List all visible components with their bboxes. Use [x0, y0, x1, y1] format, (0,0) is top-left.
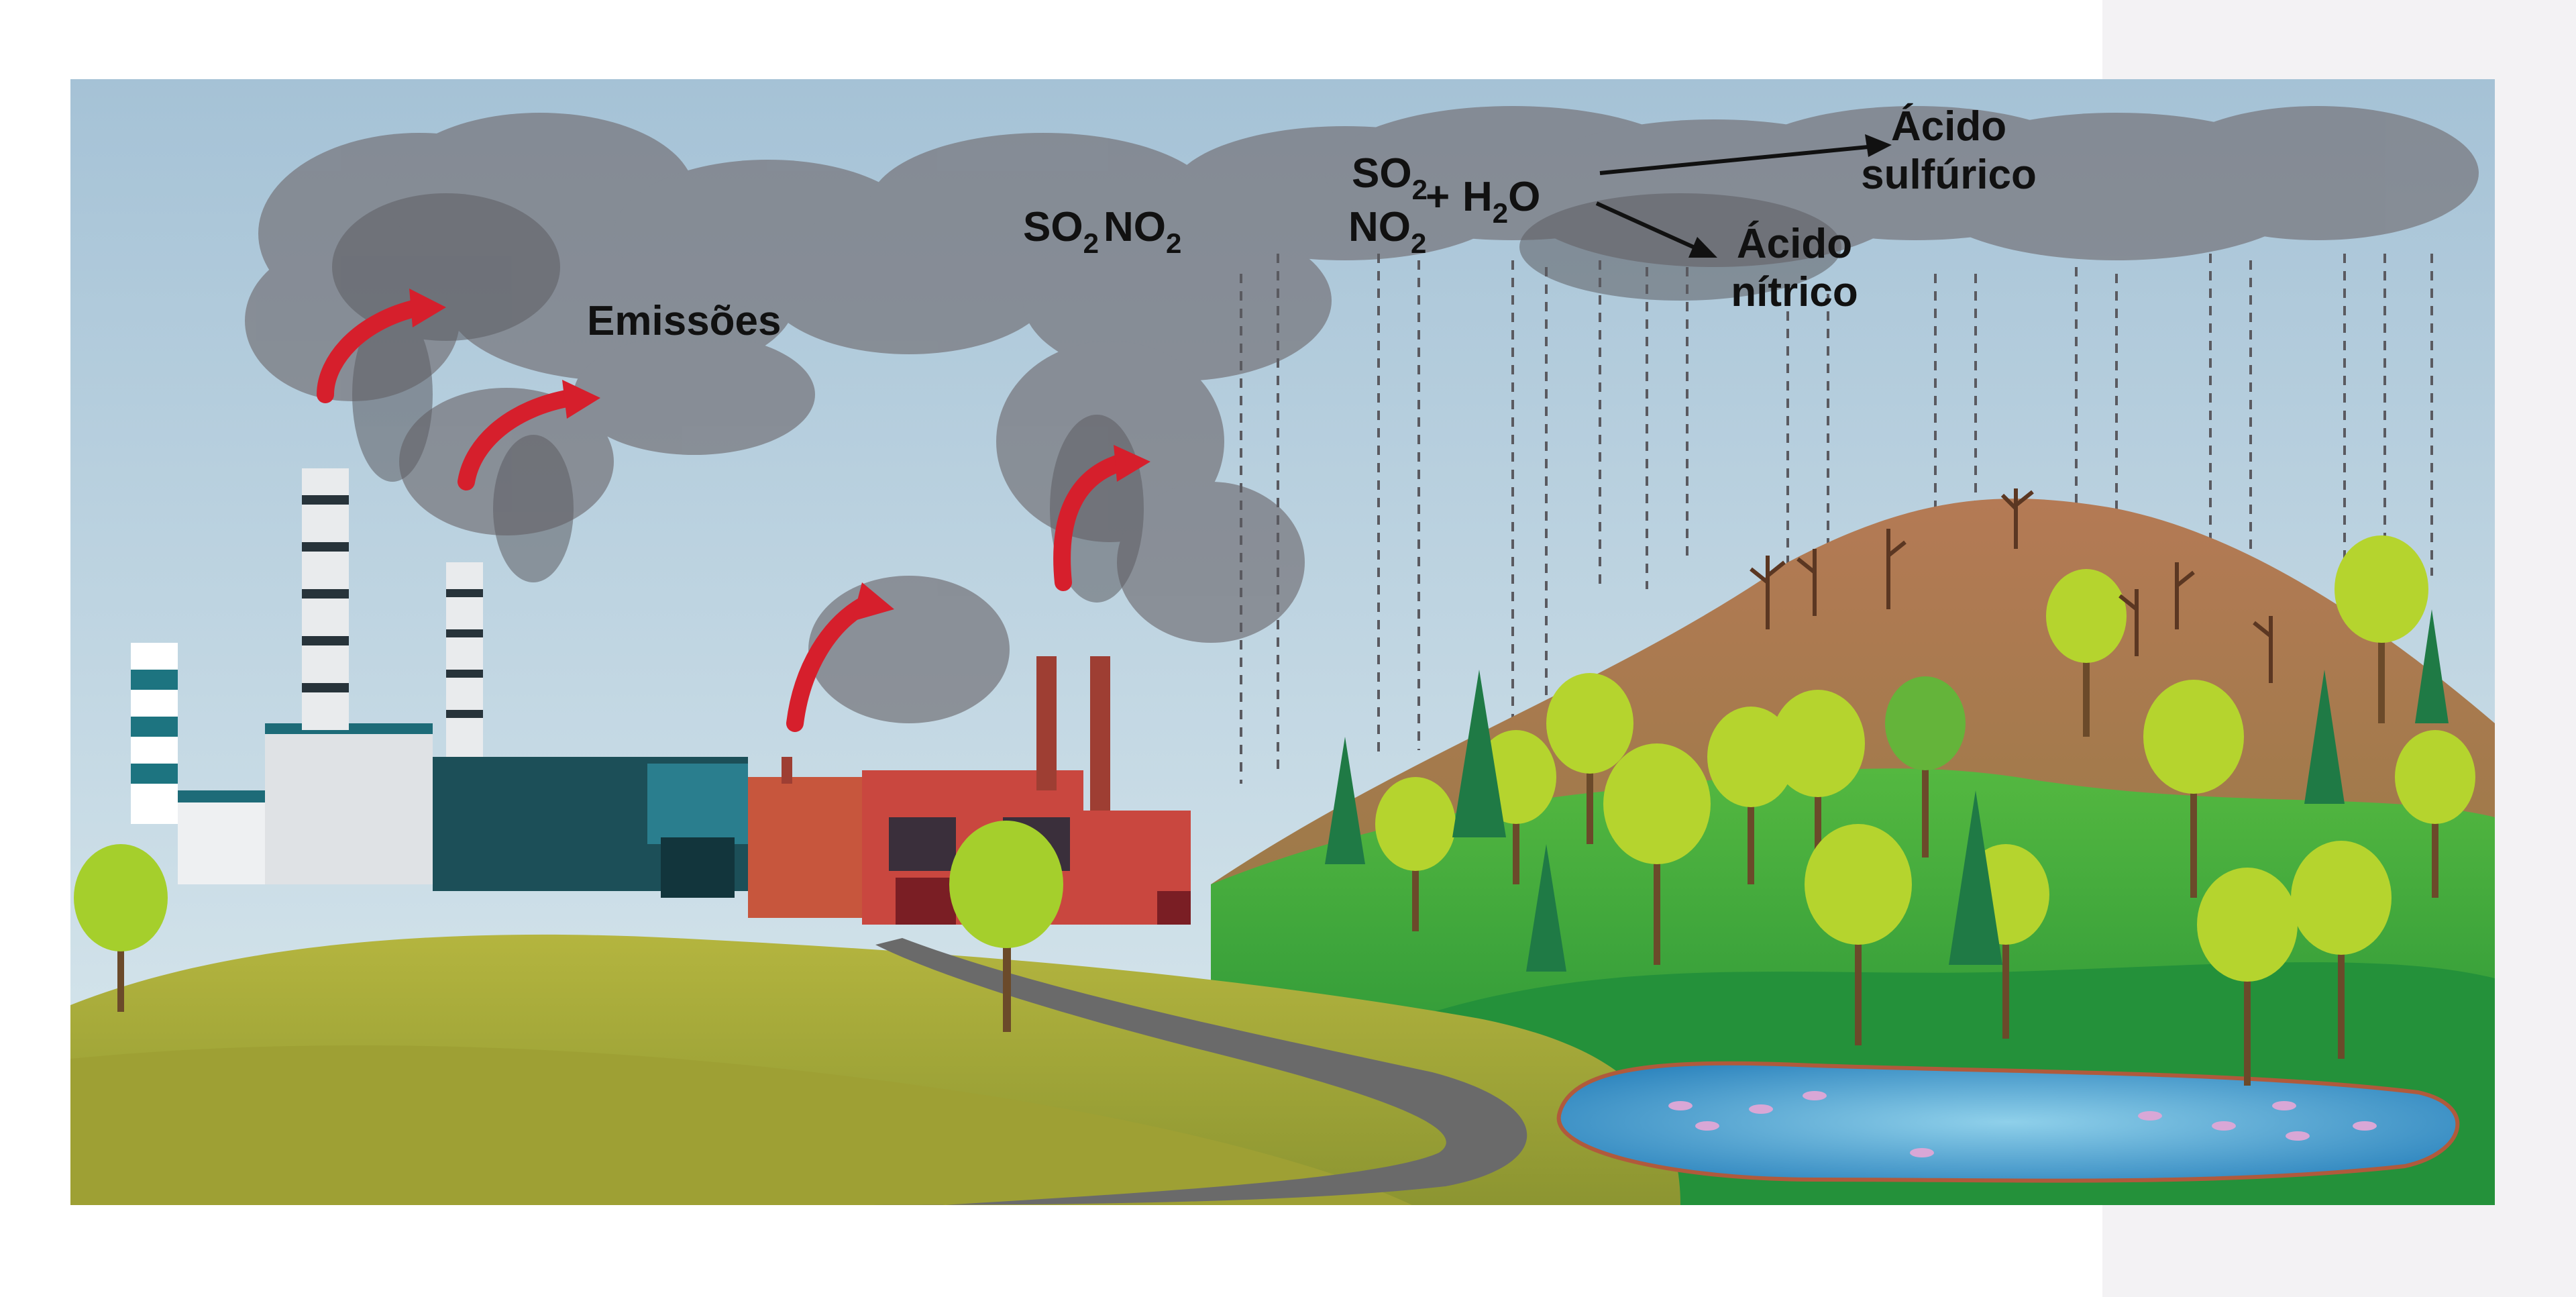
reaction-no2-subscript: 2	[1411, 227, 1427, 259]
sulfuric-acid-label: Ácido sulfúrico	[1848, 106, 2049, 196]
road-icon	[808, 938, 1527, 1205]
pine-tree-icon	[1325, 609, 2449, 972]
nitric-line-1: Ácido	[1736, 221, 1853, 267]
so2-subscript: 2	[1083, 227, 1099, 259]
acid-rain-icon	[1240, 254, 2433, 784]
chimney-icon	[782, 656, 1110, 811]
acid-rain-illustration: Emissões SO2 NO2 SO2 NO2 + H2O Ácido sul…	[70, 79, 2495, 1205]
sulfuric-line-1: Ácido	[1890, 103, 2007, 150]
no2-label: NO2	[1104, 204, 1181, 258]
water-subscript: 2	[1492, 197, 1509, 229]
reaction-water: H2O	[1462, 174, 1541, 227]
so2-label: SO2	[1023, 204, 1099, 258]
reaction-plus: +	[1426, 174, 1450, 220]
smoke-cloud-icon	[332, 193, 1841, 603]
nitric-line-2: nítrico	[1731, 269, 1858, 315]
fish-icon	[1668, 1091, 2377, 1157]
chimney-icon	[302, 468, 483, 757]
emissions-label: Emissões	[587, 298, 782, 344]
factory-icon	[131, 643, 748, 898]
reaction-arrow-icon	[1595, 134, 1892, 258]
reaction-no2: NO2	[1348, 204, 1426, 258]
lake-icon	[1556, 1061, 2460, 1183]
sulfuric-line-2: sulfúrico	[1861, 152, 2037, 198]
meadow-front	[70, 1045, 1412, 1205]
water-o: O	[1508, 174, 1541, 220]
water-h: H	[1462, 174, 1493, 220]
reaction-no2-base: NO	[1348, 204, 1411, 250]
no2-base: NO	[1104, 204, 1166, 250]
emission-arrow-icon	[317, 299, 1132, 732]
nitric-acid-label: Ácido nítrico	[1714, 223, 1875, 313]
emission-arrow-icon	[409, 289, 1150, 621]
tree-icon	[74, 535, 2475, 1086]
dead-tree-icon	[1750, 488, 2273, 683]
reaction-so2: SO2	[1352, 150, 1428, 204]
reaction-so2-base: SO	[1352, 150, 1412, 197]
so2-base: SO	[1023, 204, 1083, 250]
reaction-so2-subscript: 2	[1411, 174, 1428, 205]
no2-subscript: 2	[1166, 227, 1182, 259]
